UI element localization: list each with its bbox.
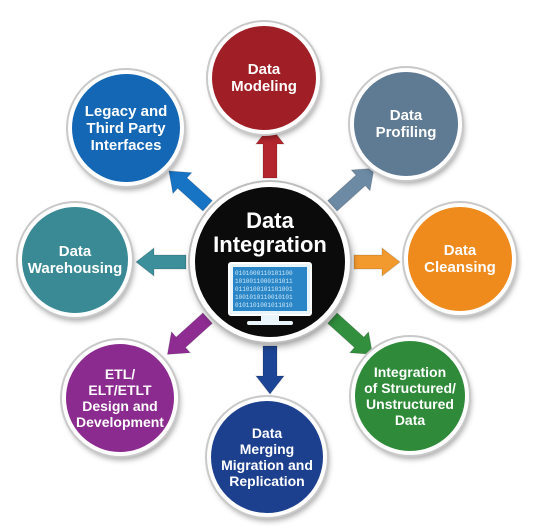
arrow-to-data-merging (254, 345, 286, 395)
node-label: Data Modeling (231, 61, 297, 95)
node-legacy-interfaces: Legacy and Third Party Interfaces (68, 70, 184, 186)
svg-text:0101101001011010: 0101101001011010 (235, 302, 293, 309)
center-title: Data Integration (213, 208, 327, 257)
node-label: Data Cleansing (424, 242, 496, 276)
node-label: Data Profiling (375, 107, 437, 141)
node-integration-structured-unstructured: Integration of Structured/ Unstructured … (351, 337, 469, 455)
svg-text:0110100101101001: 0110100101101001 (235, 286, 293, 293)
node-data-merging: Data Merging Migration and Replication (207, 397, 327, 517)
node-label: Data Warehousing (27, 243, 123, 277)
arrow-to-integration-structured-unstructured (327, 312, 374, 355)
node-label: Data Merging Migration and Replication (221, 425, 313, 489)
node-label: Integration of Structured/ Unstructured … (364, 364, 456, 428)
node-data-modeling: Data Modeling (208, 22, 320, 134)
arrow-to-data-cleansing (353, 246, 401, 278)
arrow-to-data-modeling (254, 125, 286, 179)
arrow-to-data-warehousing (135, 246, 187, 278)
computer-monitor-binary-icon: 0101000110101100 1010011000101011 011010… (228, 262, 312, 325)
arrow-to-data-profiling (327, 167, 375, 212)
svg-text:0101000110101100: 0101000110101100 (235, 270, 293, 277)
node-label: Legacy and Third Party Interfaces (84, 102, 168, 154)
svg-text:1010011000101011: 1010011000101011 (235, 278, 293, 285)
arrow-to-etl-design (166, 312, 213, 355)
node-data-profiling: Data Profiling (350, 68, 462, 180)
node-label: ETL/ ELT/ETLT Design and Development (76, 366, 164, 430)
node-etl-design: ETL/ ELT/ETLT Design and Development (62, 340, 178, 456)
node-data-cleansing: Data Cleansing (404, 203, 516, 315)
center-hub: Data Integration 0101000110101100 101001… (190, 182, 350, 342)
node-data-warehousing: Data Warehousing (18, 203, 132, 317)
svg-text:1001010110010101: 1001010110010101 (235, 294, 293, 301)
arrow-to-legacy-interfaces (168, 170, 213, 212)
